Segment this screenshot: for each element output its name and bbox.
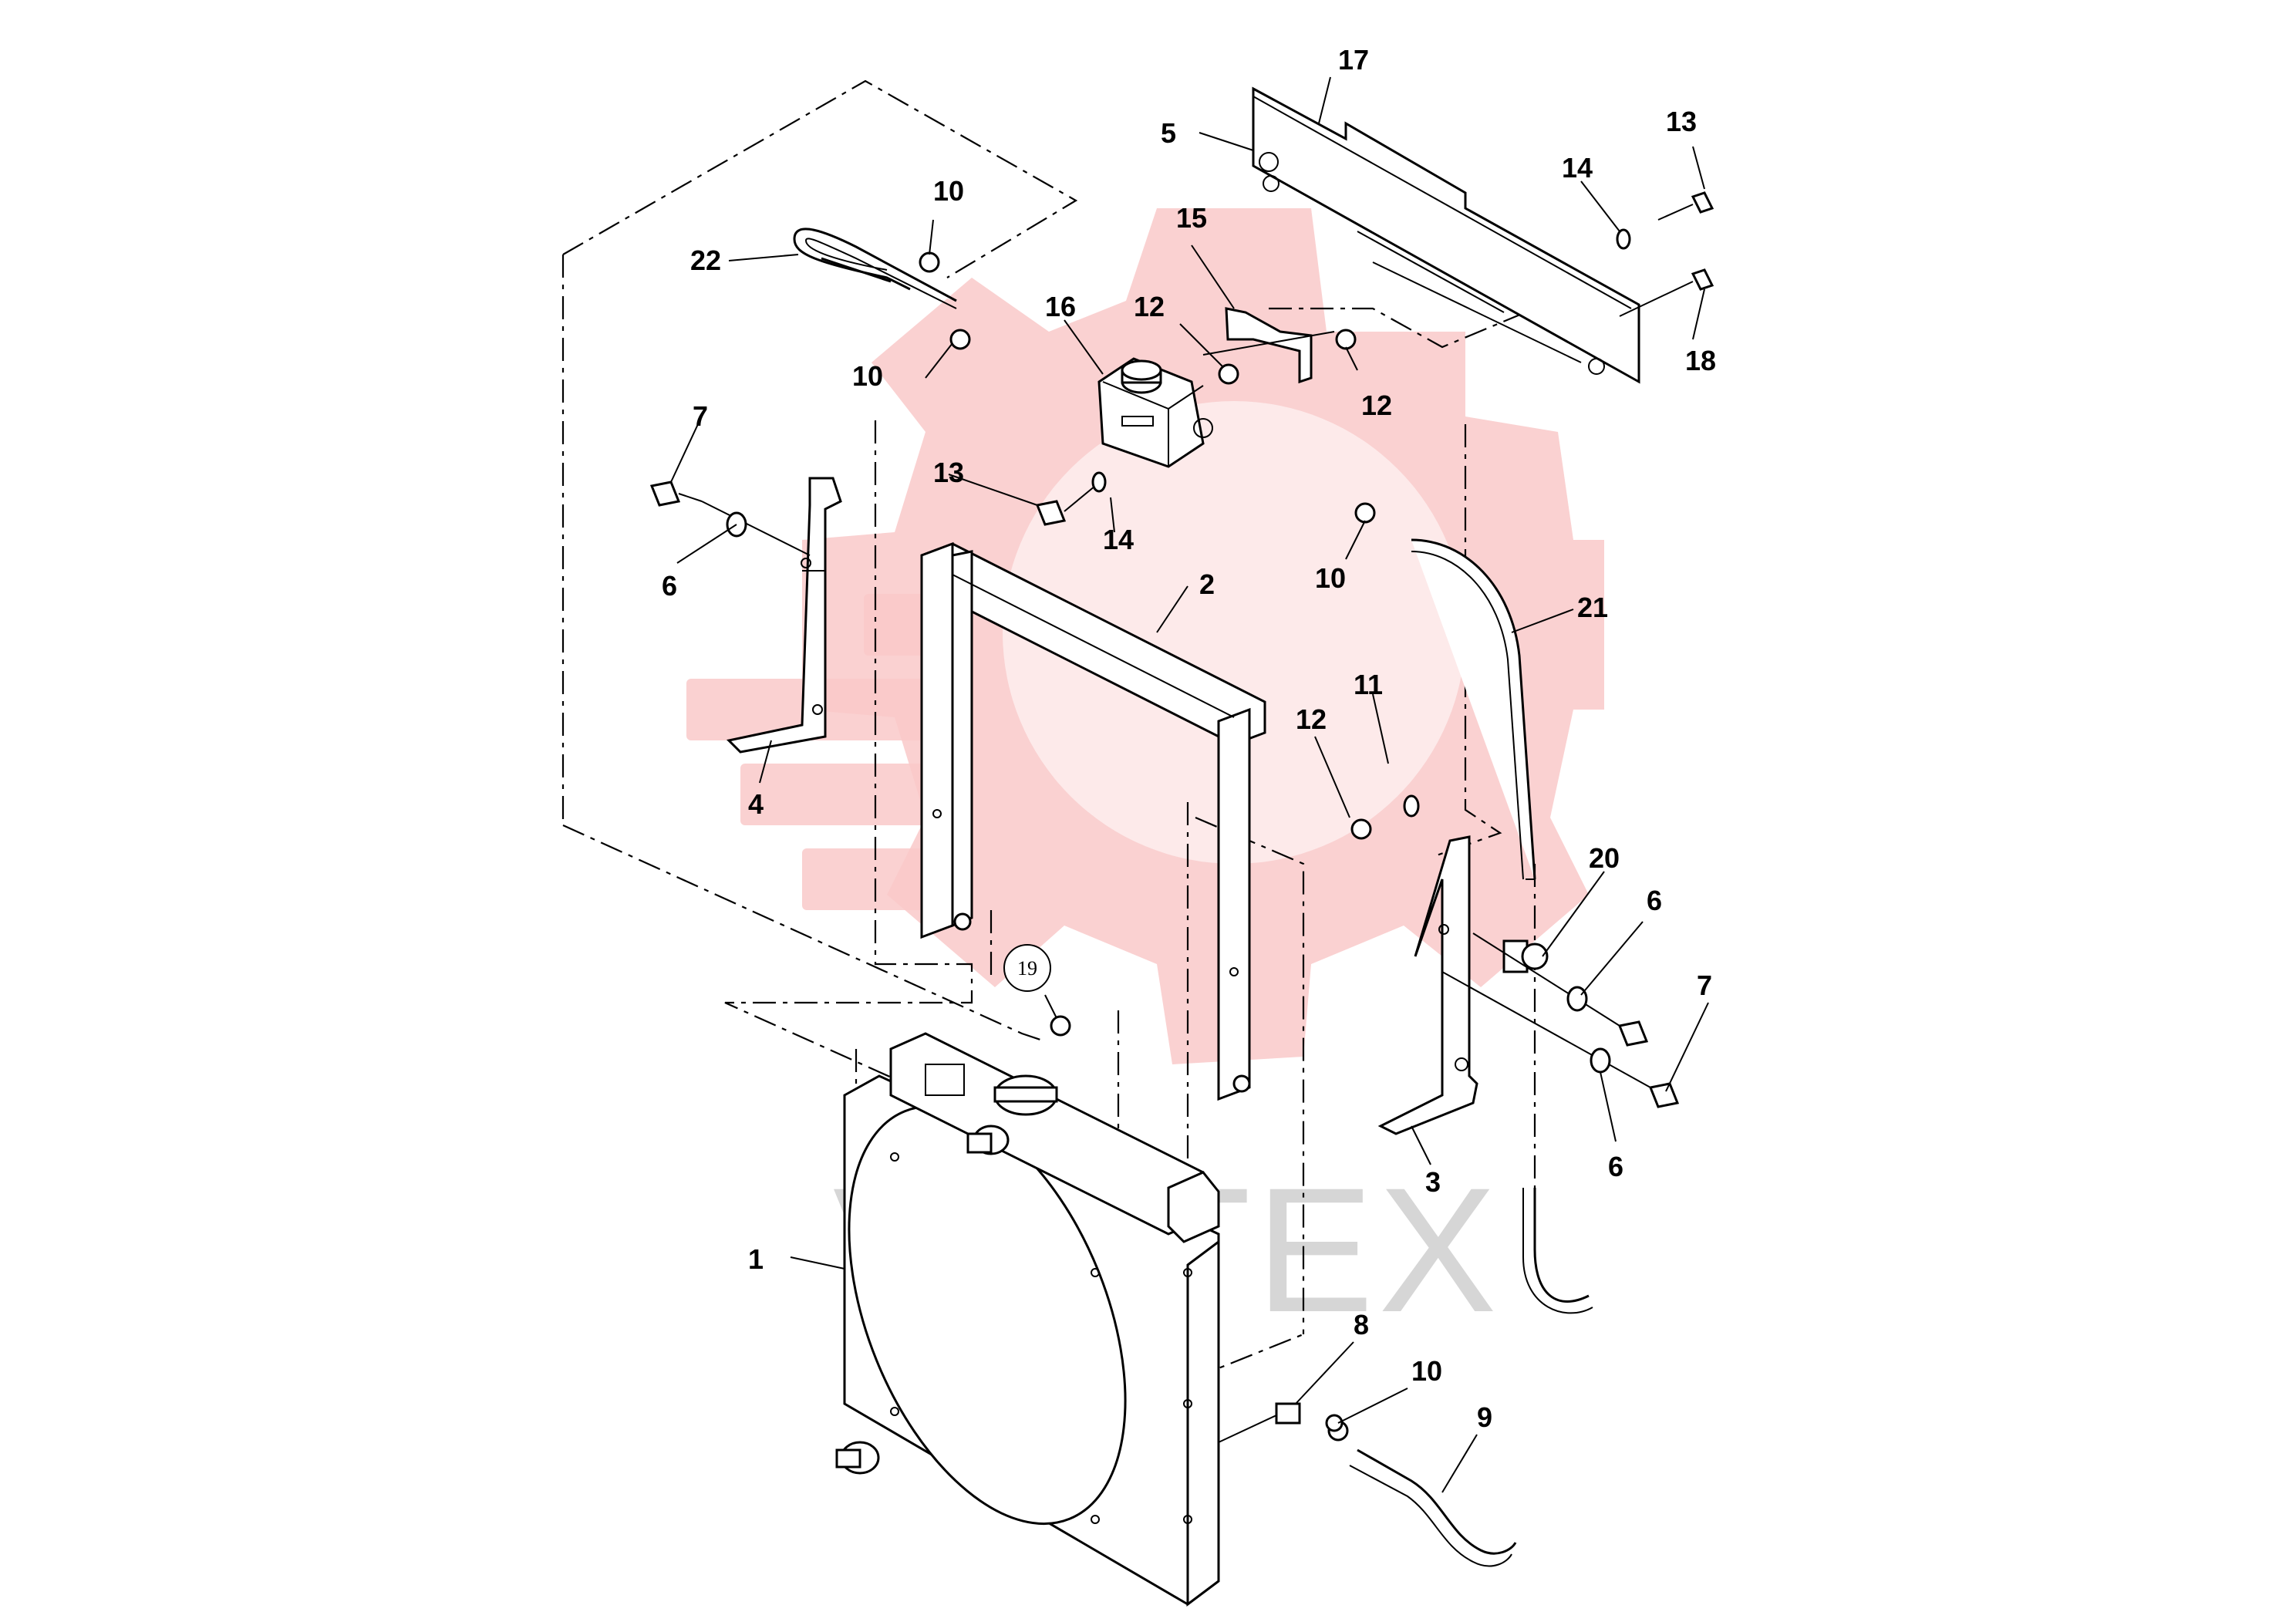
part-3-right-bracket xyxy=(1377,835,1478,1135)
part-2-shroud-frame xyxy=(920,541,1266,1101)
callout-3: 3 xyxy=(1425,1166,1441,1198)
callout-6-left: 6 xyxy=(662,570,677,602)
callout-14-top: 14 xyxy=(1562,152,1593,184)
callout-14-mid: 14 xyxy=(1103,524,1134,555)
callout-7-right: 7 xyxy=(1697,969,1712,1001)
part-16-reservoir xyxy=(1097,357,1213,468)
callout-13-top: 13 xyxy=(1666,106,1697,137)
assembly-lines xyxy=(561,79,1536,1382)
callout-6-right-bottom: 6 xyxy=(1608,1151,1623,1182)
part-9-lower-hose xyxy=(1327,1420,1517,1567)
watermark-gear xyxy=(686,208,1604,1064)
callout-2: 2 xyxy=(1199,568,1215,600)
callout-8: 8 xyxy=(1354,1309,1369,1340)
callout-18: 18 xyxy=(1685,345,1716,376)
callout-19-circle xyxy=(1003,944,1051,992)
part-21-hose xyxy=(1354,502,1536,880)
callout-11: 11 xyxy=(1354,669,1383,700)
callout-20: 20 xyxy=(1589,842,1620,874)
leader-lines xyxy=(670,76,1709,1493)
callout-labels: 17 5 13 14 15 10 22 16 12 18 10 12 7 13 … xyxy=(662,44,1716,1433)
part-17-bracket-plate xyxy=(1252,86,1640,384)
callout-22: 22 xyxy=(690,244,721,276)
callout-12-right: 12 xyxy=(1361,389,1392,421)
callout-9: 9 xyxy=(1477,1401,1492,1433)
callout-7-left: 7 xyxy=(693,400,708,432)
part-22-upper-hose xyxy=(793,228,971,350)
callout-10-mid-left: 10 xyxy=(852,360,883,392)
part-15-small-bracket xyxy=(1202,307,1335,384)
callout-17: 17 xyxy=(1338,44,1369,76)
callout-15: 15 xyxy=(1176,202,1207,234)
callout-10-top: 10 xyxy=(933,175,964,207)
callout-13-mid: 13 xyxy=(933,457,964,488)
part-8-drain-valve xyxy=(1218,1402,1301,1443)
callout-21: 21 xyxy=(1577,592,1608,623)
callout-12-top: 12 xyxy=(1134,291,1165,322)
callout-16: 16 xyxy=(1045,291,1076,322)
callout-10-bottom: 10 xyxy=(1411,1355,1442,1387)
callout-19: 19 xyxy=(1017,957,1037,980)
callout-6-right-top: 6 xyxy=(1647,885,1662,916)
part-4-left-bracket xyxy=(726,477,842,754)
callout-1: 1 xyxy=(748,1243,764,1275)
callout-10-mid-right: 10 xyxy=(1315,562,1346,594)
part-21-lower-end xyxy=(1522,1188,1593,1314)
part-20-clamp xyxy=(1502,939,1549,973)
callout-5: 5 xyxy=(1161,117,1176,149)
callout-12-lower: 12 xyxy=(1296,703,1327,735)
callout-4: 4 xyxy=(748,788,764,820)
part-1-radiator xyxy=(835,1032,1220,1607)
